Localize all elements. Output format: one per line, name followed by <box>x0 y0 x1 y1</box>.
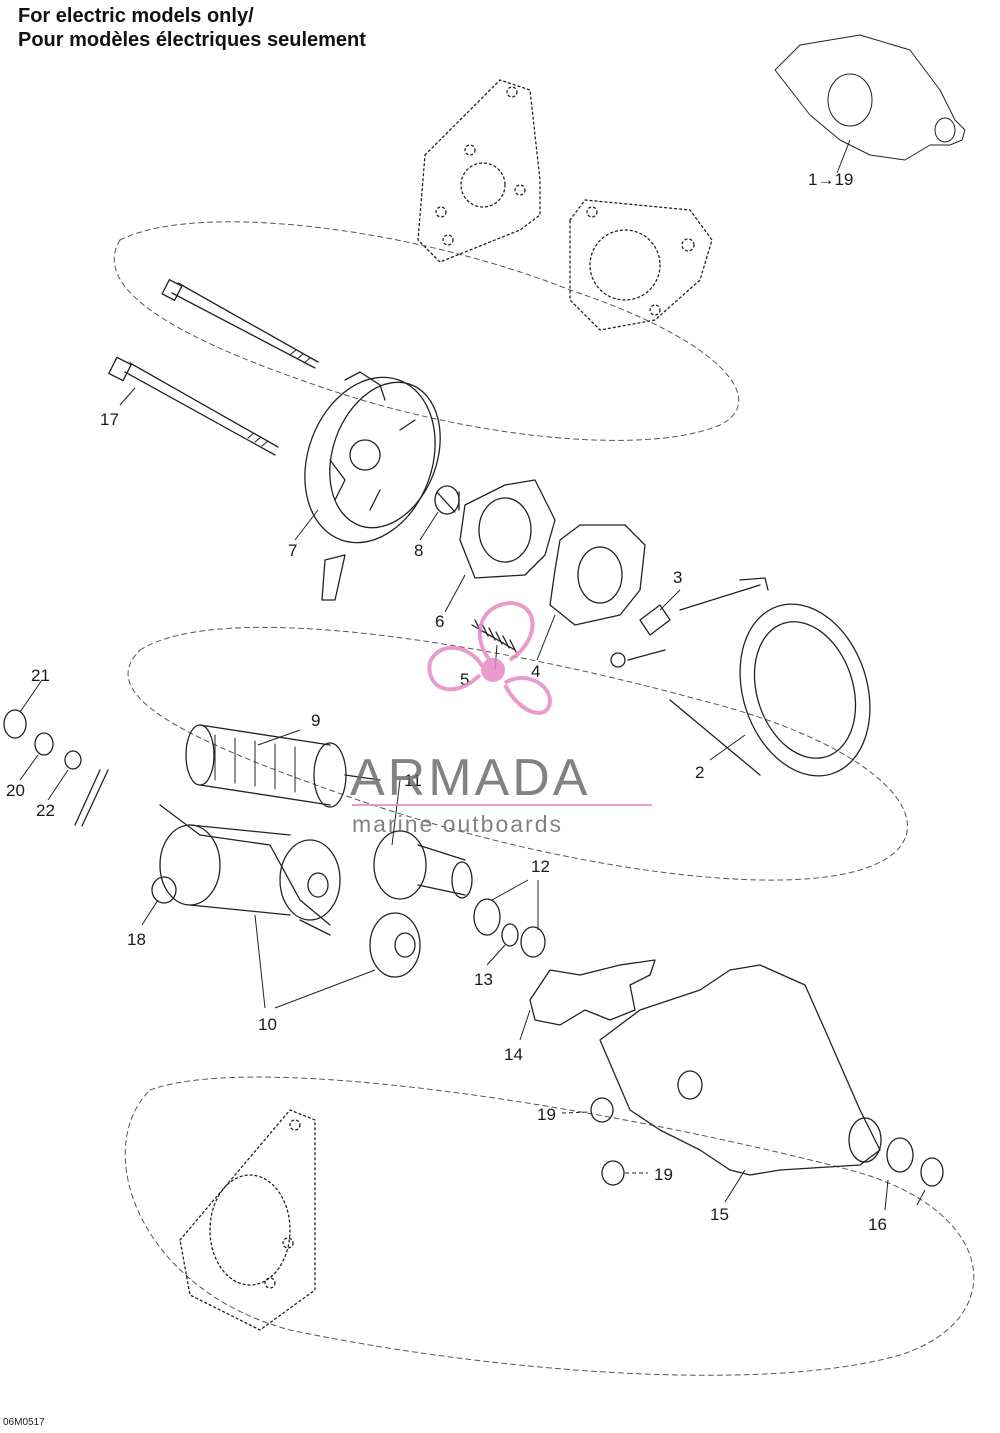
callout-17: 17 <box>100 410 119 429</box>
through-bolts <box>108 279 319 456</box>
title-line-french: Pour modèles électriques seulement <box>18 29 366 51</box>
callout-13: 13 <box>474 970 493 989</box>
pinion-gear <box>373 830 473 900</box>
callout-22: 22 <box>36 801 55 820</box>
callout-19-upper: 19 <box>537 1105 556 1124</box>
callout-21: 21 <box>31 666 50 685</box>
callout-3: 3 <box>673 568 682 587</box>
middle-group-outline <box>127 626 908 881</box>
callout-14: 14 <box>504 1045 523 1064</box>
figure-code: 06M0517 <box>3 1417 45 1428</box>
solenoid-motor <box>159 804 341 936</box>
propeller-logo <box>427 600 553 715</box>
drive-housing <box>599 964 882 1176</box>
armada-watermark: ARMADA marine outboards <box>350 600 652 837</box>
armature <box>185 724 381 808</box>
callout-9: 9 <box>311 711 320 730</box>
callout-2: 2 <box>695 763 704 782</box>
bushing-pair <box>886 1137 944 1187</box>
callout-10: 10 <box>258 1015 277 1034</box>
callout-12: 12 <box>531 857 550 876</box>
title-line-english: For electric models only/ <box>18 5 254 27</box>
callout-8: 8 <box>414 541 423 560</box>
watermark-underline <box>352 804 652 806</box>
mounting-plate-lower <box>179 1109 316 1331</box>
washers <box>473 898 546 958</box>
gasket <box>569 199 713 331</box>
bushing <box>434 485 460 515</box>
end-cap <box>369 912 421 978</box>
flange-nuts <box>590 1097 625 1186</box>
nuts-and-washers <box>3 709 177 904</box>
watermark-tagline: marine outboards <box>352 811 563 837</box>
upper-group-outline <box>113 221 740 441</box>
callout-11: 11 <box>404 771 422 790</box>
assembled-starter-thumbnail <box>774 34 966 161</box>
callout-18: 18 <box>127 930 146 949</box>
brush-plate <box>459 479 556 579</box>
callout-7: 7 <box>288 541 297 560</box>
lower-group-outline <box>124 1076 975 1376</box>
brush-holder <box>549 524 646 626</box>
mounting-plate-upper <box>417 79 541 263</box>
callout-15: 15 <box>710 1205 729 1224</box>
callout-6: 6 <box>435 612 444 631</box>
callout-4: 4 <box>531 662 540 681</box>
watermark-brand: ARMADA <box>350 749 590 807</box>
shift-lever-bracket <box>529 959 656 1026</box>
field-yoke <box>610 577 871 777</box>
callout-19-lower: 19 <box>654 1165 673 1184</box>
end-frame <box>304 371 441 601</box>
callout-range-label: 1→19 <box>808 170 853 189</box>
callout-16: 16 <box>868 1215 887 1234</box>
callout-20: 20 <box>6 781 25 800</box>
callout-5: 5 <box>460 670 469 689</box>
